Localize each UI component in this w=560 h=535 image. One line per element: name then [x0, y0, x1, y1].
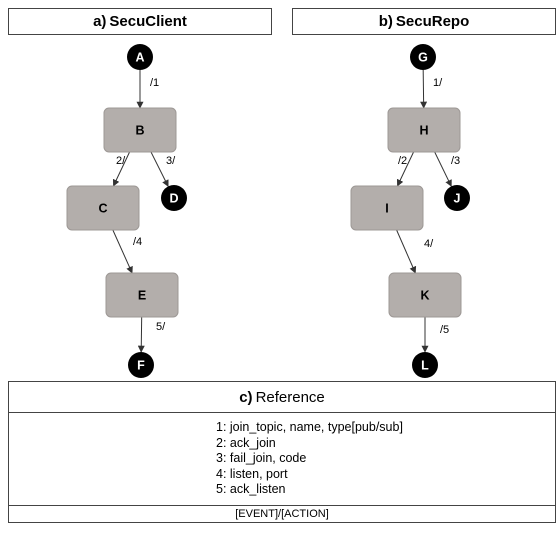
panel-a-title: a) SecuClient — [8, 8, 272, 35]
reference-list: 1: join_topic, name, type[pub/sub] 2: ac… — [216, 420, 403, 498]
node-C: C — [66, 185, 140, 231]
node-label-C: C — [98, 202, 107, 216]
node-B: B — [103, 107, 177, 153]
edge-label-G-H: 1/ — [433, 77, 443, 89]
node-label-E: E — [138, 289, 146, 303]
reference-item: 2: ack_join — [216, 435, 276, 450]
edge-label-E-F: 5/ — [156, 321, 166, 333]
edge-E-F — [137, 316, 145, 353]
edges-layer: /1 2/3/ /4 5/1/ /2/3 4/ /5 — [112, 69, 460, 353]
node-label-F: F — [137, 359, 145, 373]
reference-footer: [EVENT]/[ACTION] — [9, 505, 555, 523]
edge-label-K-L: /5 — [440, 324, 449, 336]
reference-item: 3: fail_join, code — [216, 451, 307, 465]
node-F: F — [128, 352, 154, 378]
edge-label-B-C: 2/ — [116, 155, 126, 167]
node-H: H — [387, 107, 461, 153]
node-label-L: L — [421, 359, 429, 373]
node-I: I — [350, 185, 424, 231]
edge-H-I — [396, 151, 415, 187]
node-label-B: B — [135, 124, 144, 138]
edge-label-I-K: 4/ — [424, 238, 434, 250]
node-label-G: G — [418, 51, 428, 65]
reference-panel: c) Reference 1: join_topic, name, type[p… — [8, 381, 556, 523]
node-J: J — [444, 185, 470, 211]
panel-a-name: SecuClient — [109, 13, 187, 30]
edge-I-K — [396, 229, 417, 274]
node-label-D: D — [169, 192, 178, 206]
node-D: D — [161, 185, 187, 211]
reference-item: 1: join_topic, name, type[pub/sub] — [216, 420, 403, 434]
edge-C-E — [112, 229, 133, 274]
node-label-A: A — [135, 51, 144, 65]
edge-B-D — [150, 151, 169, 187]
edge-label-H-I: /2 — [398, 155, 407, 167]
reference-title: c) Reference — [9, 382, 555, 413]
node-K: K — [388, 272, 462, 318]
reference-prefix: c) — [239, 388, 253, 406]
state-diagrams: /1 2/3/ /4 5/1/ /2/3 4/ /5 A B C D E F G H I J K L — [66, 44, 470, 378]
panel-b-name: SecuRepo — [395, 13, 470, 30]
node-L: L — [412, 352, 438, 378]
node-label-J: J — [454, 192, 461, 206]
node-G: G — [410, 44, 436, 70]
edge-B-C — [112, 151, 131, 187]
reference-item: 5: ack_listen — [216, 482, 286, 496]
edge-label-A-B: /1 — [150, 77, 159, 89]
node-A: A — [127, 44, 153, 70]
panel-b-title: b) SecuRepo — [292, 8, 556, 35]
node-label-H: H — [419, 124, 428, 138]
edge-label-C-E: /4 — [133, 236, 142, 248]
reference-name: Reference — [255, 388, 325, 406]
node-E: E — [105, 272, 179, 318]
nodes-layer: A B C D E F G H I J K L — [66, 44, 470, 378]
node-label-K: K — [420, 289, 429, 303]
edge-label-H-J: /3 — [451, 155, 460, 167]
node-label-I: I — [385, 202, 388, 216]
panel-a-prefix: a) — [93, 13, 107, 30]
reference-item: 4: listen, port — [216, 466, 288, 481]
panel-b-prefix: b) — [378, 13, 393, 30]
edge-G-H — [420, 69, 428, 109]
edge-label-B-D: 3/ — [166, 155, 176, 167]
edge-H-J — [434, 151, 452, 187]
